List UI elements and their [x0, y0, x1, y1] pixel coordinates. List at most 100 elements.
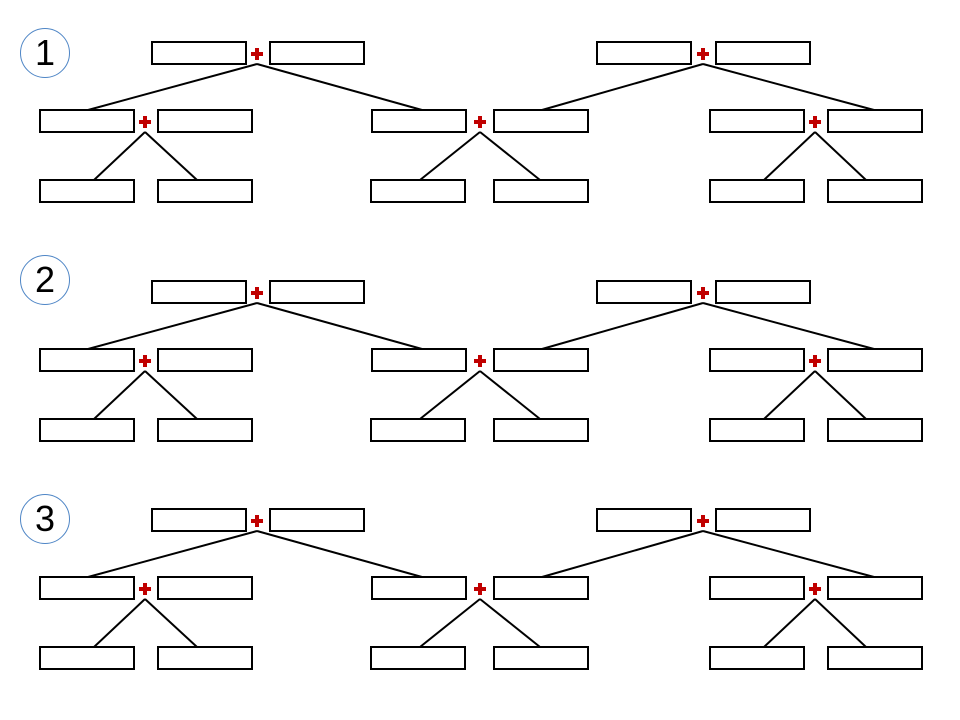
join-plus-icon [139, 116, 151, 128]
grandchild-name-box [493, 418, 589, 442]
child-name-box [39, 109, 135, 133]
spouse-name-box [493, 576, 589, 600]
join-plus-icon [474, 583, 486, 595]
parent-name-box [715, 508, 811, 532]
connector-line [144, 598, 198, 648]
connector-line [479, 131, 541, 181]
parent-name-box [269, 41, 365, 65]
join-plus-icon [251, 515, 263, 527]
connector-line [814, 370, 867, 420]
parent-name-box [715, 280, 811, 304]
child-name-box [709, 109, 805, 133]
diagram-number-badge: 2 [20, 255, 70, 305]
spouse-name-box [827, 348, 923, 372]
join-plus-icon [697, 48, 709, 60]
child-name-box [371, 576, 467, 600]
connector-line [702, 63, 875, 111]
parent-name-box [715, 41, 811, 65]
connector-line [763, 370, 816, 420]
connector-line [256, 63, 423, 111]
connector-line [702, 530, 875, 578]
join-plus-icon [809, 116, 821, 128]
connector-line [814, 131, 867, 181]
grandchild-name-box [827, 646, 923, 670]
connector-line [419, 370, 481, 420]
grandchild-name-box [39, 646, 135, 670]
grandchild-name-box [827, 179, 923, 203]
spouse-name-box [157, 109, 253, 133]
connector-line [256, 302, 423, 350]
grandchild-name-box [370, 179, 466, 203]
connector-line [814, 598, 867, 648]
connector-line [256, 530, 423, 578]
parent-name-box [596, 280, 692, 304]
join-plus-icon [474, 116, 486, 128]
join-plus-icon [139, 355, 151, 367]
grandchild-name-box [493, 646, 589, 670]
connector-line [144, 131, 198, 181]
grandchild-name-box [493, 179, 589, 203]
grandchild-name-box [709, 646, 805, 670]
connector-line [93, 598, 146, 648]
child-name-box [39, 576, 135, 600]
spouse-name-box [493, 348, 589, 372]
connector-line [93, 131, 146, 181]
child-name-box [371, 348, 467, 372]
parent-name-box [151, 280, 247, 304]
parent-name-box [151, 508, 247, 532]
grandchild-name-box [827, 418, 923, 442]
connector-line [541, 530, 704, 578]
parent-name-box [269, 280, 365, 304]
connector-line [763, 131, 816, 181]
diagram-number-badge: 1 [20, 28, 70, 78]
grandchild-name-box [370, 418, 466, 442]
grandchild-name-box [709, 418, 805, 442]
grandchild-name-box [370, 646, 466, 670]
connector-line [541, 302, 704, 350]
spouse-name-box [493, 109, 589, 133]
join-plus-icon [697, 287, 709, 299]
child-name-box [371, 109, 467, 133]
grandchild-name-box [39, 418, 135, 442]
spouse-name-box [827, 576, 923, 600]
connector-line [87, 302, 258, 350]
child-name-box [709, 576, 805, 600]
grandchild-name-box [709, 179, 805, 203]
join-plus-icon [251, 287, 263, 299]
child-name-box [39, 348, 135, 372]
child-name-box [709, 348, 805, 372]
connector-line [541, 63, 704, 111]
connector-line [479, 598, 541, 648]
connector-line [87, 63, 258, 111]
spouse-name-box [157, 576, 253, 600]
join-plus-icon [139, 583, 151, 595]
diagram-number: 3 [34, 498, 56, 539]
grandchild-name-box [157, 418, 253, 442]
grandchild-name-box [157, 179, 253, 203]
join-plus-icon [474, 355, 486, 367]
connector-line [479, 370, 541, 420]
grandchild-name-box [157, 646, 253, 670]
diagram-number: 1 [34, 32, 56, 73]
connector-line [702, 302, 875, 350]
grandchild-name-box [39, 179, 135, 203]
connector-line [419, 131, 481, 181]
connector-line [763, 598, 816, 648]
spouse-name-box [157, 348, 253, 372]
connector-line [419, 598, 481, 648]
diagram-number-badge: 3 [20, 494, 70, 544]
parent-name-box [151, 41, 247, 65]
join-plus-icon [809, 583, 821, 595]
parent-name-box [596, 41, 692, 65]
parent-name-box [596, 508, 692, 532]
join-plus-icon [809, 355, 821, 367]
diagram-number: 2 [34, 259, 56, 300]
join-plus-icon [251, 48, 263, 60]
join-plus-icon [697, 515, 709, 527]
parent-name-box [269, 508, 365, 532]
connector-line [144, 370, 198, 420]
spouse-name-box [827, 109, 923, 133]
connector-line [93, 370, 146, 420]
